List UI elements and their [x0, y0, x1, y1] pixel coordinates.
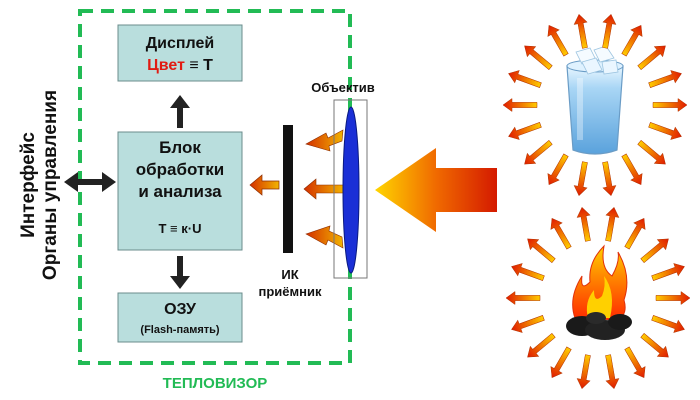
heat-ray-arrow [655, 291, 691, 305]
processing-to-memory-arrow [170, 256, 190, 289]
heat-ray-arrow [502, 98, 538, 112]
heat-ray-arrow [573, 13, 588, 49]
heat-ray-arrow [648, 122, 682, 140]
heat-ray-arrow [527, 332, 556, 358]
heat-ray-arrow [576, 354, 591, 390]
heat-ray-arrow [640, 332, 669, 358]
detector-label-line2: приёмник [259, 284, 322, 299]
controls-label: Органы управления [40, 90, 61, 280]
heat-ray-arrow [524, 139, 553, 165]
fire-heat-rays [505, 206, 691, 390]
lens-housing [333, 99, 368, 279]
heat-ray-arrow [505, 291, 541, 305]
glass-heat-rays [502, 13, 688, 197]
ice-glass-icon [566, 45, 624, 155]
heat-ray-arrow [576, 206, 591, 242]
heat-ray-arrow [621, 153, 643, 186]
processing-line1: Блок [159, 138, 201, 157]
processing-to-display-arrow [170, 95, 190, 128]
lens-label: Объектив [311, 80, 375, 95]
heat-ray-arrow [637, 139, 666, 165]
heat-ray-arrow [602, 13, 617, 49]
heat-ray-arrow [605, 206, 620, 242]
display-title: Дисплей [146, 35, 214, 52]
heat-ray-arrow [651, 263, 685, 281]
heat-ray-arrow [508, 70, 542, 88]
memory-subtitle: (Flash-память) [140, 324, 220, 336]
heat-ray-arrow [508, 122, 542, 140]
heat-ray-arrow [648, 70, 682, 88]
heat-ray-arrow [621, 24, 643, 57]
display-formula-rest: ≡ T [185, 57, 213, 74]
ir-detector-bar [283, 125, 293, 253]
heat-ray-arrow [605, 354, 620, 390]
heat-ray-arrow [637, 45, 666, 71]
display-color-word: Цвет [147, 57, 185, 74]
heat-ray-arrow [527, 238, 556, 264]
processing-formula: T ≡ к·U [159, 221, 202, 236]
heat-ray-arrow [624, 217, 646, 250]
heat-ray-arrow [547, 24, 569, 57]
heat-ray-arrow [624, 346, 646, 379]
heat-ray-arrow [511, 263, 545, 281]
heat-ray-arrow [573, 161, 588, 197]
memory-title: ОЗУ [164, 301, 197, 318]
processing-line3: и анализа [138, 182, 222, 201]
focused-rays [303, 129, 345, 249]
interface-arrow [64, 172, 116, 192]
heat-ray-arrow [550, 217, 572, 250]
heat-ray-arrow [511, 315, 545, 333]
detector-to-processing-arrow [249, 174, 280, 196]
fire-icon [566, 244, 632, 340]
heat-ray-arrow [547, 153, 569, 186]
lens-icon [342, 106, 360, 274]
interface-label: Интерфейс [18, 132, 39, 238]
processing-line2: обработки [136, 160, 224, 179]
frame-title: ТЕПЛОВИЗОР [163, 375, 268, 392]
heat-ray-arrow [640, 238, 669, 264]
processing-block [117, 131, 243, 251]
heat-ray-arrow [550, 346, 572, 379]
heat-ray-arrow [524, 45, 553, 71]
memory-block [117, 292, 243, 343]
heat-ray-arrow [602, 161, 617, 197]
display-block [117, 24, 243, 82]
detector-label-line1: ИК [281, 267, 298, 282]
heat-ray-arrow [652, 98, 688, 112]
incoming-radiation-arrow [375, 148, 497, 232]
heat-ray-arrow [651, 315, 685, 333]
display-formula: Цвет ≡ T [147, 57, 213, 74]
